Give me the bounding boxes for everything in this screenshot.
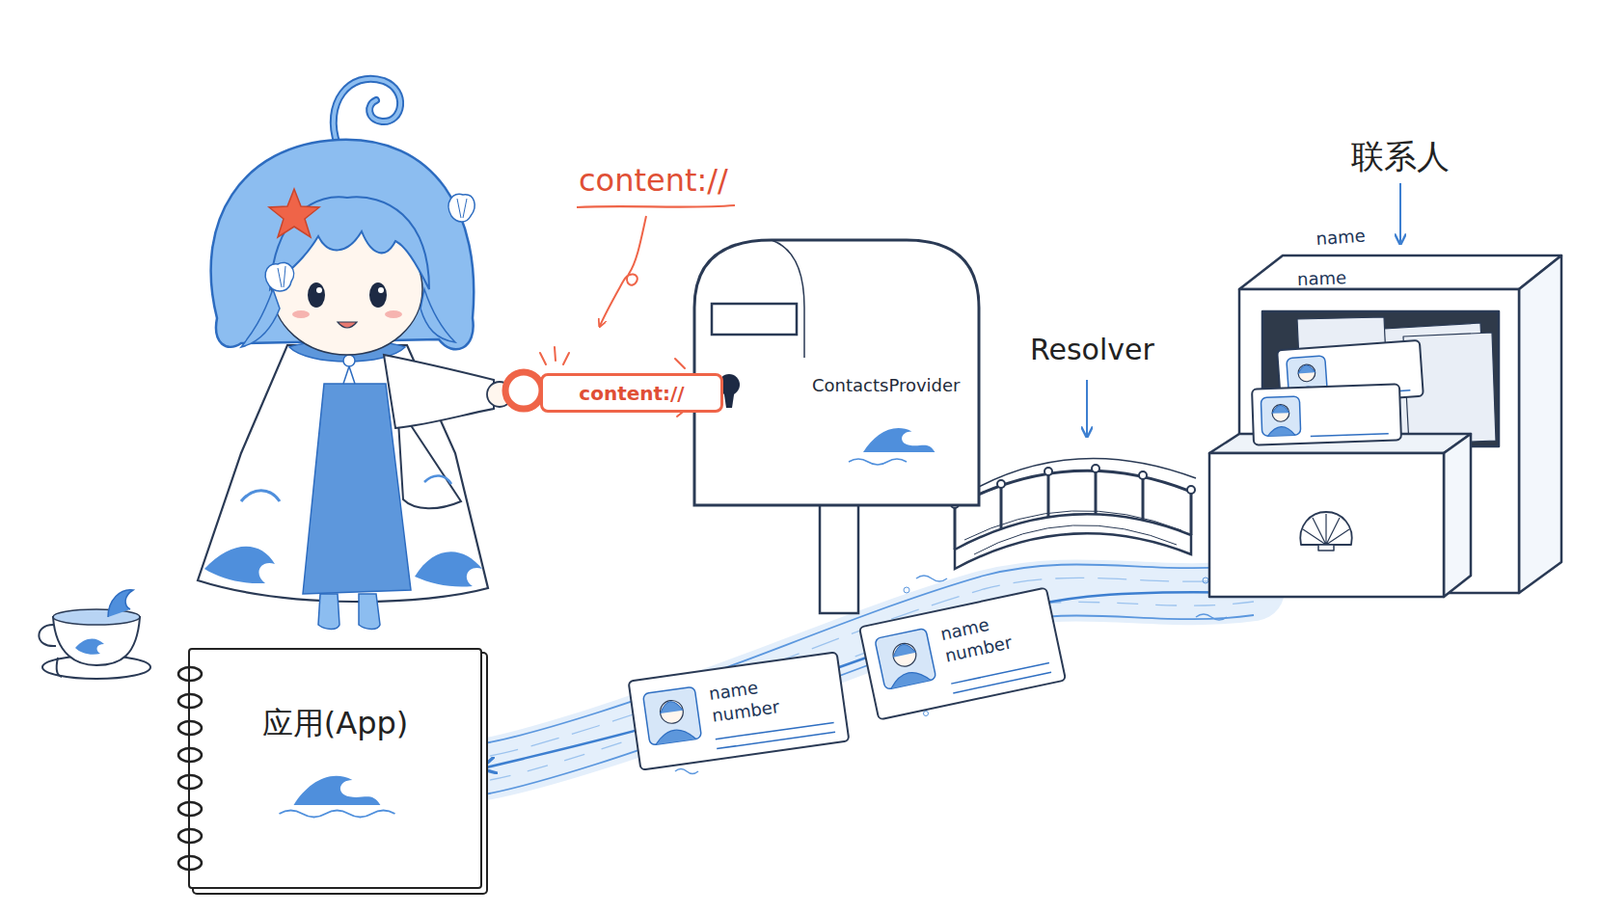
contact-card: namenumber [858,586,1067,721]
girl-figure [197,79,513,630]
key-ring [505,347,751,417]
teacup [38,590,151,679]
contacts-cabinet: 联系人namename [1239,255,1562,594]
app-name: 应用(App) [189,703,481,746]
river [472,564,1254,797]
app-notebook: 应用(App) [188,648,483,890]
key-shape: content:// [540,373,724,413]
uri-annotation: content:// [578,162,729,199]
card-field: name [1270,220,1412,254]
mailbox-outline [694,240,979,506]
card-field: name [1248,264,1396,293]
cabinet-heading: 联系人 [1239,135,1562,180]
mailbox-post [819,501,859,614]
key-text: content:// [578,381,684,406]
bridge [950,458,1196,570]
notebook-outline [189,650,485,892]
stored-contact-card: name [1250,382,1403,446]
annotation-arrow [576,205,735,326]
contact-card: namenumber [626,650,850,772]
resolver-label: Resolver [1030,332,1155,368]
small-outline [1252,384,1405,448]
provider-name: ContactsProvider [812,375,961,396]
provider-mailbox: ContactsProvider [694,240,979,506]
